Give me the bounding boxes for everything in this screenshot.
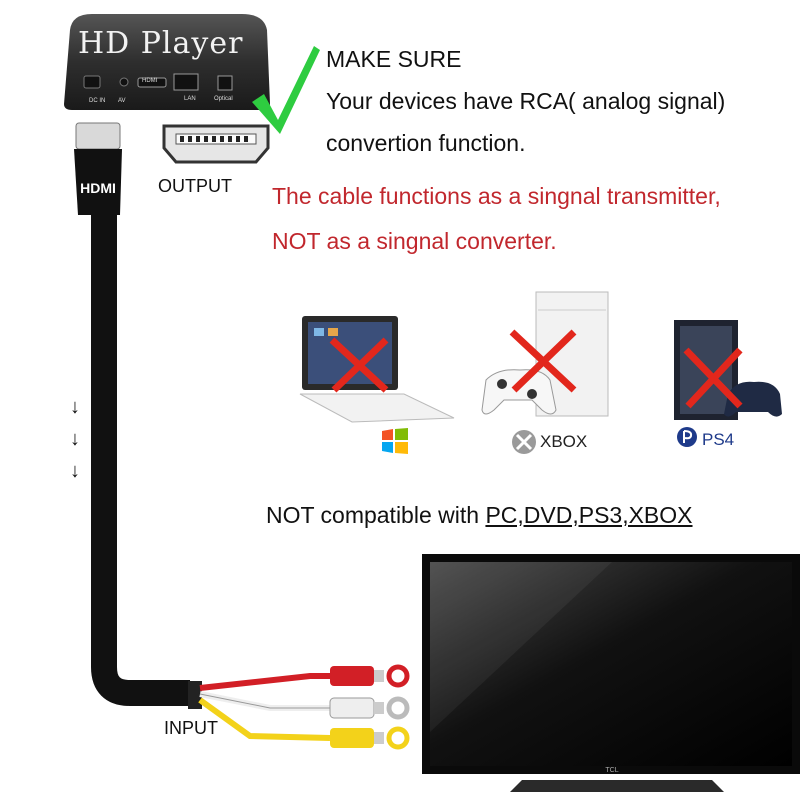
- compat-prefix: NOT compatible with: [266, 502, 486, 528]
- port-label-lan: LAN: [184, 96, 196, 102]
- hd-player-box: [64, 14, 270, 110]
- input-label: INPUT: [164, 718, 218, 738]
- converter-warning: NOT as a singnal converter.: [272, 228, 557, 254]
- rca-yellow-plug: [330, 726, 410, 750]
- rca-red-plug: [330, 664, 410, 688]
- hdmi-plug-label: HDMI: [80, 180, 116, 196]
- down-arrow-icon: ↓: [70, 396, 80, 418]
- down-arrow-icon: ↓: [70, 460, 80, 482]
- conversion-function-text: convertion function.: [326, 130, 526, 156]
- port-label-optical: Optical: [214, 96, 233, 102]
- hdmi-port-icon: [162, 124, 270, 164]
- check-icon: [252, 46, 320, 134]
- hdmi-cable: HDMI: [74, 122, 202, 709]
- rca-cables: [198, 664, 410, 750]
- port-label-hdmi: HDMI: [142, 78, 158, 84]
- compat-list: PC,DVD,PS3,XBOX: [485, 502, 693, 528]
- port-label-av: AV: [118, 98, 126, 104]
- compatibility-notice: NOT compatible with PC,DVD,PS3,XBOX: [266, 502, 693, 529]
- ps4-brand-label: PS4: [702, 430, 735, 449]
- make-sure-heading: MAKE SURE: [326, 46, 462, 72]
- port-label-dc-in: DC IN: [89, 98, 106, 104]
- laptop-icon: [299, 316, 455, 423]
- ps4-console-icon: [674, 320, 782, 420]
- player-title: HD Player: [78, 26, 244, 61]
- tv-brand-label: TCL: [605, 767, 618, 774]
- playstation-logo-icon: [677, 427, 697, 447]
- xbox-brand-label: XBOX: [540, 432, 588, 451]
- rca-requirement-text: Your devices have RCA( analog signal): [326, 88, 726, 114]
- down-arrow-icon: ↓: [70, 428, 80, 450]
- tv-icon: TCL: [422, 554, 800, 792]
- xbox-logo-icon: [512, 430, 536, 454]
- rca-white-plug: [329, 696, 410, 720]
- windows-logo-icon: [382, 428, 408, 454]
- transmitter-warning: The cable functions as a singnal transmi…: [272, 183, 721, 209]
- xbox-console-icon: [481, 291, 609, 417]
- output-label: OUTPUT: [158, 176, 232, 196]
